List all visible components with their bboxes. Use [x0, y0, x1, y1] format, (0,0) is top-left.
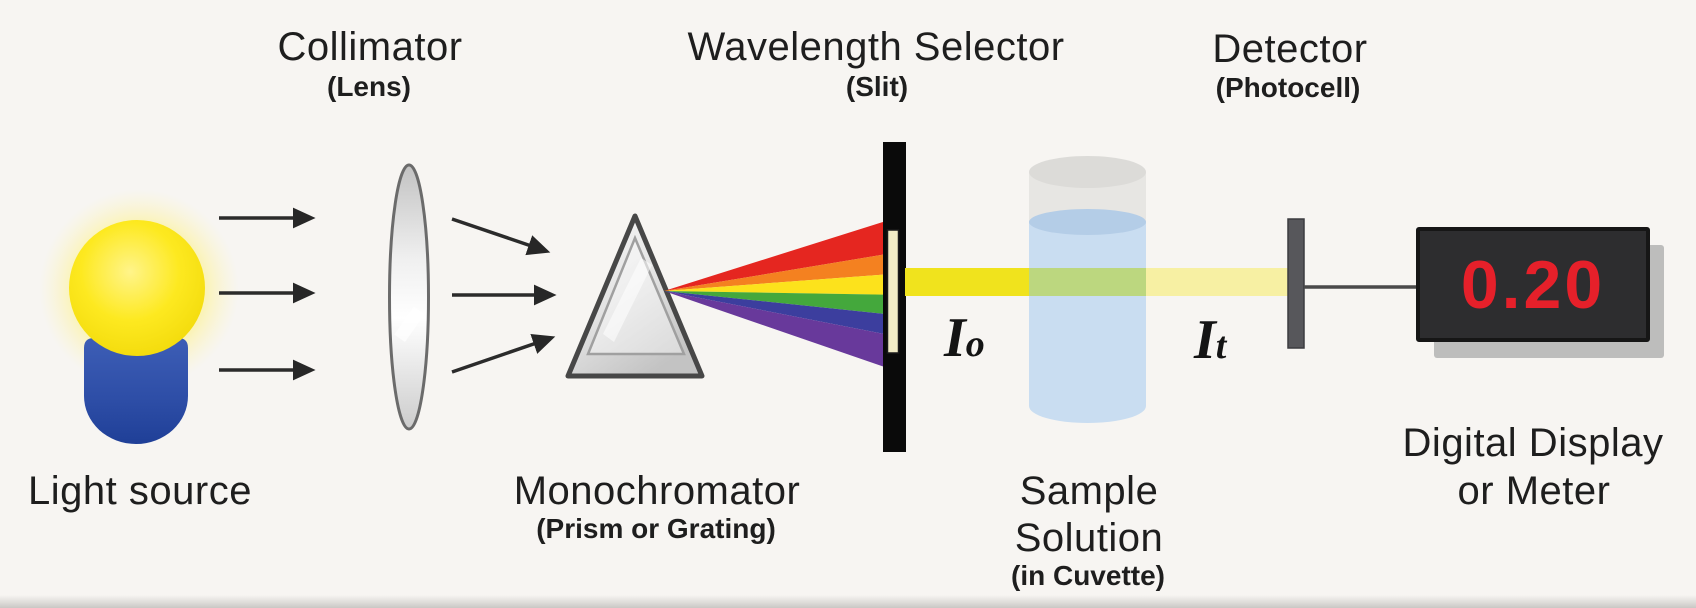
beam-transmitted	[1146, 268, 1288, 296]
light-source	[11, 161, 267, 444]
beam-incident	[905, 268, 1029, 296]
spectrum-band-orange	[664, 251, 905, 291]
spectrum-band-yellow	[664, 273, 905, 295]
sample-cuvette	[1029, 156, 1146, 423]
light-source-base	[84, 338, 188, 444]
focused-rays	[451, 217, 557, 374]
cuvette-liquid	[1029, 222, 1146, 406]
monochromator-label: Monochromator	[513, 469, 801, 513]
detector-label: Detector	[1212, 27, 1368, 71]
detector-sublabel: (Photocell)	[1215, 72, 1361, 103]
prism-highlight	[603, 258, 652, 342]
collimator-sublabel: (Lens)	[327, 71, 411, 102]
incident-intensity-symbol: I	[944, 307, 966, 369]
absorbance-reading: 0.20	[1460, 246, 1606, 323]
beam	[905, 268, 1288, 296]
incident-intensity-subscript: o	[965, 323, 985, 365]
beam-in-sample	[1029, 268, 1146, 296]
wavelength-selector-sublabel: (Slit)	[845, 71, 909, 102]
incident-intensity-label: Io	[944, 310, 985, 366]
spectrum-fan	[664, 215, 905, 374]
cuvette-lid	[1029, 156, 1146, 188]
spectrum-band-red	[664, 215, 905, 291]
collimator-lens	[388, 163, 430, 431]
light-ray-arrow	[451, 217, 551, 256]
lens-highlight	[394, 306, 425, 342]
incident-rays	[219, 207, 316, 381]
display-label-line1: Digital Display	[1402, 421, 1664, 465]
detector-photocell	[1287, 218, 1416, 349]
cuvette-bottom	[1029, 389, 1146, 423]
light-source-bulb	[69, 220, 205, 356]
transmitted-intensity-symbol: I	[1194, 309, 1216, 371]
spectrum-band-violet	[664, 291, 905, 374]
collimator-label: Collimator	[277, 25, 463, 69]
liquid-surface	[1029, 209, 1146, 235]
light-source-label: Light source	[28, 469, 252, 513]
prism	[565, 213, 705, 379]
display-label-line2: or Meter	[1457, 469, 1611, 513]
digital-display: 0.20	[1416, 227, 1650, 342]
sample-label-line2: Solution	[1014, 516, 1164, 560]
wavelength-selector-slit	[883, 142, 906, 452]
light-ray-arrow	[451, 333, 556, 374]
monochromator-sublabel: (Prism or Grating)	[536, 513, 776, 544]
sample-label-line1: Sample	[1019, 469, 1159, 513]
transmitted-intensity-subscript: t	[1215, 325, 1227, 367]
bottom-edge-shading	[0, 595, 1696, 608]
slit-opening	[886, 229, 900, 354]
transmitted-intensity-label: It	[1194, 312, 1226, 368]
sample-sublabel: (in Cuvette)	[1011, 560, 1165, 591]
wavelength-selector-label: Wavelength Selector	[687, 25, 1065, 69]
